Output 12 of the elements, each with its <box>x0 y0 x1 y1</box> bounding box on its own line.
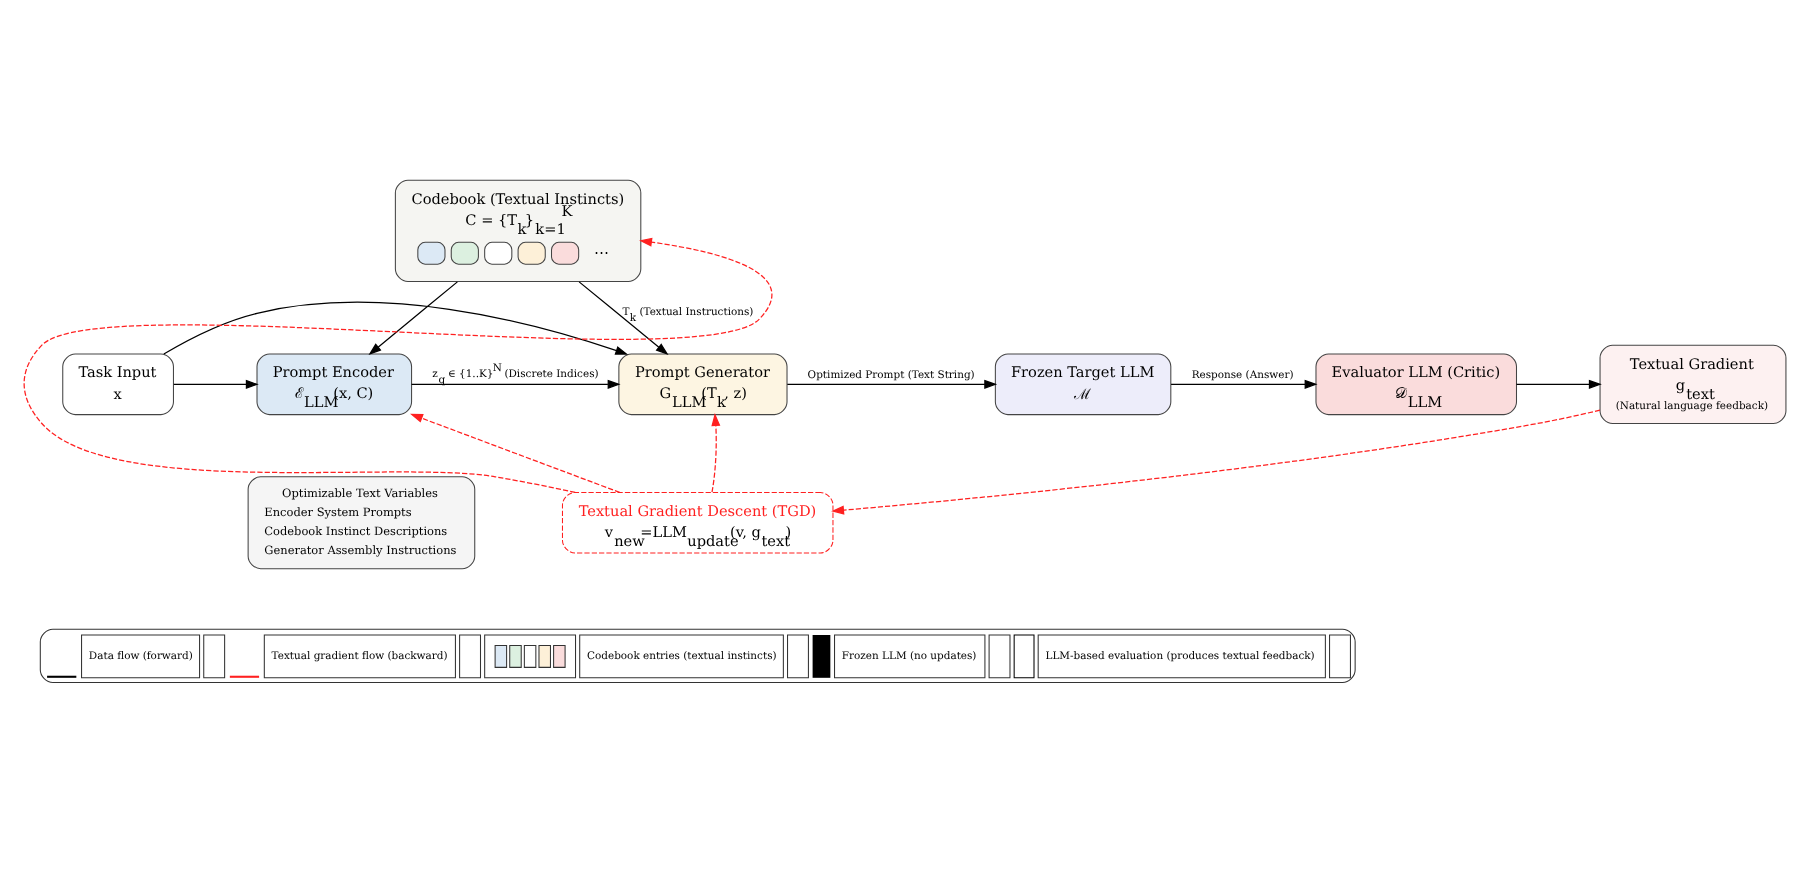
arrow <box>409 413 620 494</box>
arrow <box>367 281 457 356</box>
arrow <box>830 409 1600 515</box>
arrow <box>172 379 258 389</box>
arrow <box>409 379 620 389</box>
arrow <box>710 413 720 493</box>
arrow <box>162 301 628 355</box>
arrow <box>1514 379 1601 389</box>
arrow <box>577 281 668 356</box>
arrow <box>785 379 997 389</box>
arrow <box>22 237 772 494</box>
arrow <box>1169 379 1317 389</box>
